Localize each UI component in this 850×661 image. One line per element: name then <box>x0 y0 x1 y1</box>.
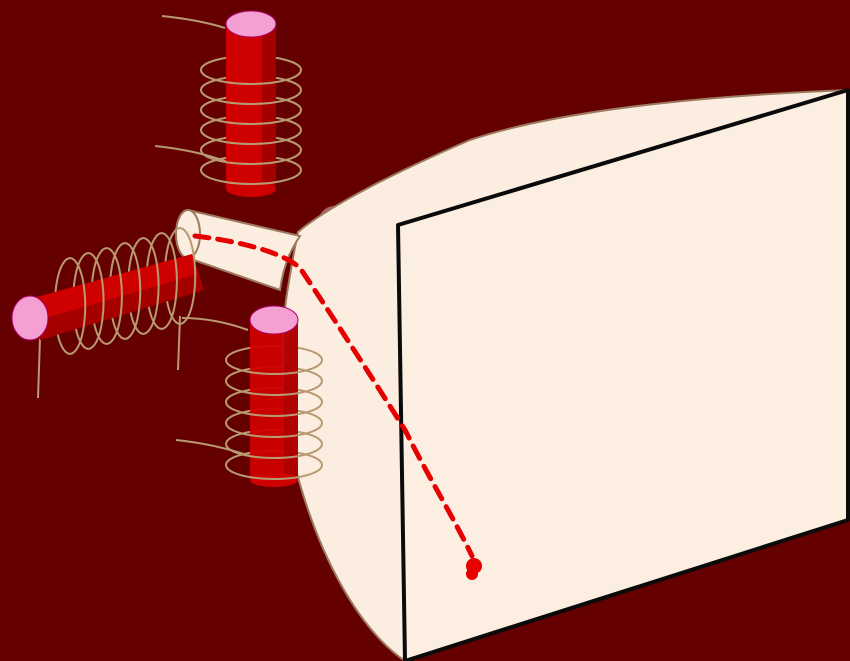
coil-winding <box>225 464 323 480</box>
coil-winding <box>200 89 302 105</box>
coil-winding <box>81 256 105 350</box>
coil-end-cap <box>225 10 277 38</box>
deflection-coil-left <box>11 227 204 399</box>
coil-winding-back <box>90 247 114 341</box>
coil-winding <box>136 241 160 335</box>
coil-lead-wire <box>177 315 181 371</box>
coil-winding <box>99 251 123 345</box>
coil-lead-wire <box>161 15 226 29</box>
coil-lead-wire <box>37 337 41 399</box>
coil-winding <box>225 380 323 396</box>
coil-winding-back <box>53 257 77 351</box>
coil-winding <box>200 109 302 125</box>
deflection-coil-top <box>154 10 302 197</box>
coil-winding <box>63 261 87 355</box>
coil-winding <box>225 401 323 417</box>
coil-winding <box>173 231 197 325</box>
coil-winding <box>154 236 178 330</box>
crt-tube <box>175 88 850 661</box>
coil-winding <box>225 443 323 459</box>
coil-winding <box>200 149 302 165</box>
coil-end-cap <box>11 295 49 341</box>
coil-winding <box>225 359 323 375</box>
coil-winding <box>200 69 302 85</box>
coil-winding <box>200 169 302 185</box>
coil-winding-back <box>163 227 187 321</box>
screen-face <box>396 88 850 661</box>
coil-winding <box>200 129 302 145</box>
coil-winding <box>225 422 323 438</box>
coil-winding-back <box>145 232 169 326</box>
coil-winding-back <box>72 252 96 346</box>
coil-core-bottom <box>226 181 276 197</box>
electron-beam <box>192 233 475 559</box>
coil-lead-wire <box>154 145 229 163</box>
coil-winding-back <box>108 242 132 336</box>
coil-winding-back <box>127 237 151 331</box>
coil-winding <box>118 246 142 340</box>
coil-end-cap <box>249 305 299 335</box>
